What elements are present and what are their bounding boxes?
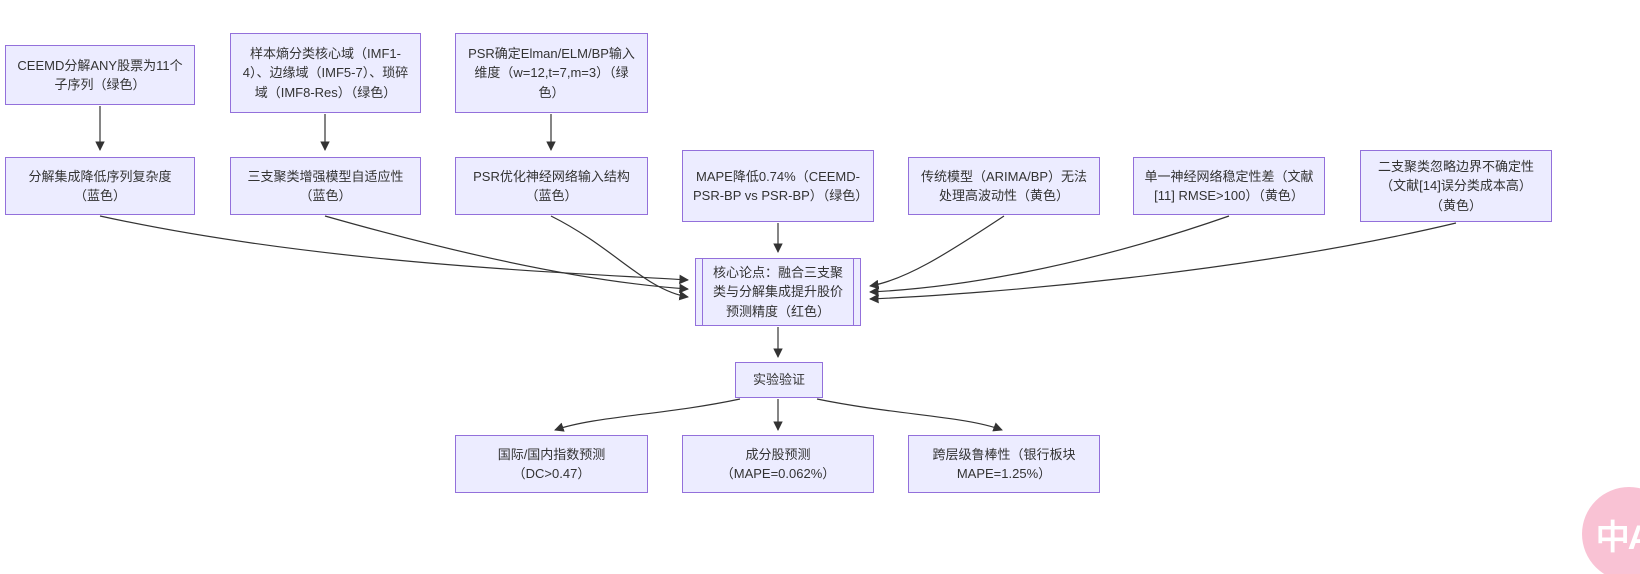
edge-b3-core bbox=[550, 215, 689, 301]
node-label: 样本熵分类核心域（IMF1-4）、边缘域（IMF5-7）、琐碎域（IMF8-Re… bbox=[242, 45, 409, 100]
translate-icon: 中A bbox=[1595, 518, 1640, 557]
node-core-thesis: 核心论点：融合三支聚类与分解集成提升股价预测精度（红色） bbox=[695, 258, 861, 326]
node-label: 二支聚类忽略边界不确定性（文献[14]误分类成本高）（黄色） bbox=[1377, 158, 1534, 213]
node-single-nn-instability: 单一神经网络稳定性差（文献[11] RMSE>100）（黄色） bbox=[1133, 157, 1325, 215]
node-label: 跨层级鲁棒性（银行板块 MAPE=1.25%） bbox=[932, 446, 1076, 482]
edge-b2-core bbox=[324, 215, 689, 294]
node-two-way-clustering-limit: 二支聚类忽略边界不确定性（文献[14]误分类成本高）（黄色） bbox=[1360, 150, 1552, 222]
edge-b6-core bbox=[869, 215, 1230, 297]
node-mape-reduction-evidence: MAPE降低0.74%（CEEMD-PSR-BP vs PSR-BP）（绿色） bbox=[682, 150, 874, 222]
node-sample-entropy-domains: 样本熵分类核心域（IMF1-4）、边缘域（IMF5-7）、琐碎域（IMF8-Re… bbox=[230, 33, 421, 113]
node-ceemd-decompose: CEEMD分解ANY股票为11个子序列（绿色） bbox=[5, 45, 195, 105]
node-cross-level-robustness-result: 跨层级鲁棒性（银行板块 MAPE=1.25%） bbox=[908, 435, 1100, 493]
edge-b7-core bbox=[869, 222, 1457, 304]
node-label: 核心论点：融合三支聚类与分解集成提升股价预测精度（红色） bbox=[712, 264, 843, 319]
node-label: 国际/国内指数预测（DC>0.47） bbox=[497, 446, 606, 482]
node-label: PSR确定Elman/ELM/BP输入维度（w=12,t=7,m=3）（绿色） bbox=[468, 45, 635, 100]
node-traditional-model-limit: 传统模型（ARIMA/BP）无法处理高波动性（黄色） bbox=[908, 157, 1100, 215]
node-label: PSR优化神经网络输入结构（蓝色） bbox=[473, 168, 630, 204]
node-constituent-stock-result: 成分股预测（MAPE=0.062%） bbox=[682, 435, 874, 493]
translate-badge-button[interactable]: 中A bbox=[1582, 487, 1640, 574]
node-index-prediction-result: 国际/国内指数预测（DC>0.47） bbox=[455, 435, 648, 493]
node-label: CEEMD分解ANY股票为11个子序列（绿色） bbox=[17, 57, 183, 93]
node-label: 实验验证 bbox=[752, 372, 805, 388]
edge-b1-core bbox=[99, 215, 689, 285]
node-label: 三支聚类增强模型自适应性（蓝色） bbox=[247, 168, 404, 204]
node-label: 分解集成降低序列复杂度（蓝色） bbox=[28, 168, 172, 204]
edge-exp-c1 bbox=[554, 398, 741, 432]
node-decomposition-reduces-complexity: 分解集成降低序列复杂度（蓝色） bbox=[5, 157, 195, 215]
edge-exp-c3 bbox=[816, 398, 1003, 432]
node-label: 成分股预测（MAPE=0.062%） bbox=[720, 446, 836, 482]
node-label: 单一神经网络稳定性差（文献[11] RMSE>100）（黄色） bbox=[1144, 168, 1314, 204]
node-label: MAPE降低0.74%（CEEMD-PSR-BP vs PSR-BP）（绿色） bbox=[693, 168, 869, 204]
node-experimental-validation: 实验验证 bbox=[735, 362, 823, 398]
node-psr-optimizes-input: PSR优化神经网络输入结构（蓝色） bbox=[455, 157, 648, 215]
node-psr-input-dimension: PSR确定Elman/ELM/BP输入维度（w=12,t=7,m=3）（绿色） bbox=[455, 33, 648, 113]
edge-b5-core bbox=[869, 215, 1005, 290]
node-three-way-clustering-adaptivity: 三支聚类增强模型自适应性（蓝色） bbox=[230, 157, 421, 215]
node-label: 传统模型（ARIMA/BP）无法处理高波动性（黄色） bbox=[920, 168, 1088, 204]
